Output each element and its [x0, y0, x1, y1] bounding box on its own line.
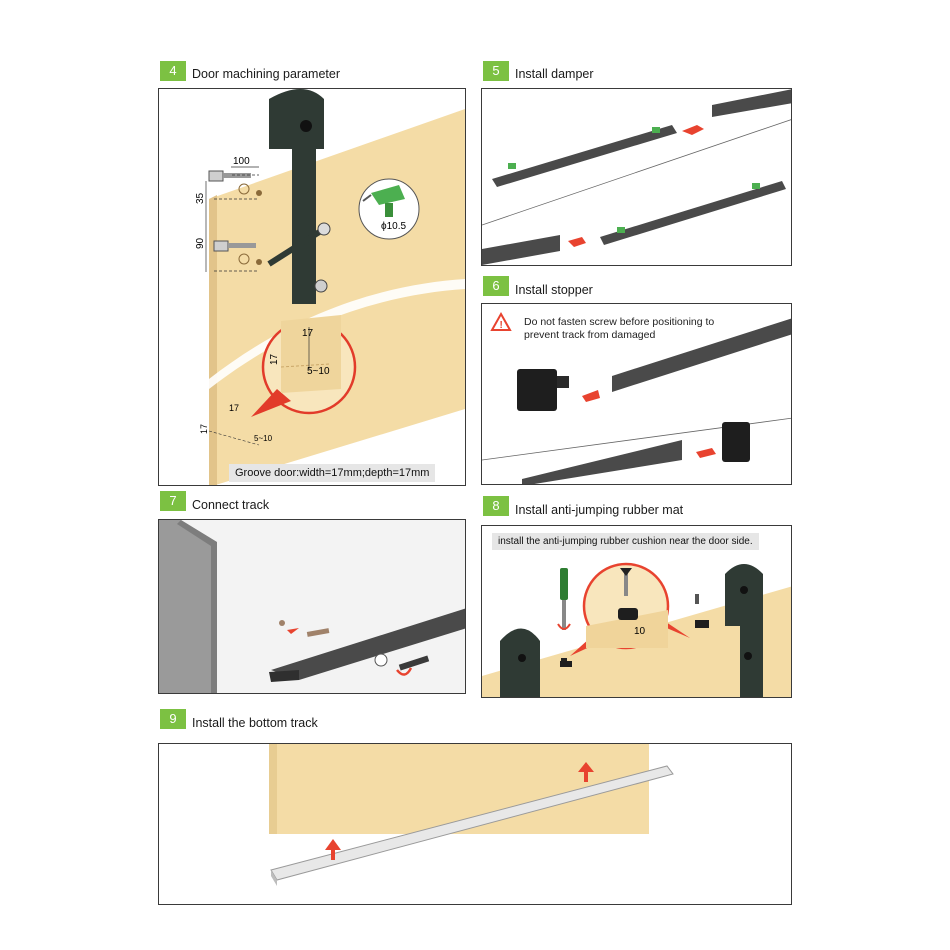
rubber-mat-piece — [618, 608, 638, 620]
step-8-title: Install anti-jumping rubber mat — [515, 503, 684, 517]
lower-depth-label: 17 — [199, 424, 209, 434]
step-4-panel: 100 35 90 ϕ10.5 17 17 5~10 17 17 5~10 Gr… — [158, 88, 466, 486]
stopper-block-left — [517, 369, 557, 411]
step-9-panel — [158, 743, 792, 905]
rubber-mat-illustration: 10 — [482, 562, 791, 697]
up-arrow-right — [578, 762, 594, 772]
track-bottom — [482, 235, 560, 265]
door-machining-illustration: 100 35 90 ϕ10.5 17 17 5~10 17 17 5~10 — [195, 89, 465, 485]
hanger-left — [500, 628, 540, 697]
hanger-strap — [292, 129, 316, 304]
step-6-title: Install stopper — [515, 283, 593, 297]
warning-icon — [490, 311, 512, 331]
wall-block — [159, 520, 217, 693]
track-bar — [271, 608, 465, 680]
groove-offset-label: 5~10 — [307, 366, 330, 377]
hanger-right — [725, 564, 763, 697]
svg-text:!: ! — [500, 320, 503, 331]
step-8-panel: 10 install the anti-jumping rubber cushi… — [481, 525, 792, 698]
drill-size: ϕ10.5 — [381, 221, 407, 232]
damper-unit-top — [492, 125, 677, 187]
groove-caption: Groove door:width=17mm;depth=17mm — [229, 464, 436, 482]
stopper-warning-text: Do not fasten screw before positioning t… — [524, 316, 714, 342]
warning-line-1: Do not fasten screw before positioning t… — [524, 316, 715, 328]
step-4-badge: 4 — [160, 61, 186, 81]
step-5-panel — [481, 88, 792, 266]
bottom-track-illustration — [269, 744, 674, 886]
up-arrow-left — [325, 839, 341, 850]
stopper-track-bottom — [522, 440, 682, 484]
lower-width-label: 17 — [229, 403, 239, 413]
stopper-track-top — [612, 318, 791, 392]
step-5-badge: 5 — [483, 61, 509, 81]
step-7-title: Connect track — [192, 498, 270, 512]
damper-unit-bottom — [600, 181, 786, 245]
track-top — [712, 89, 791, 117]
rubber-mat-caption: install the anti-jumping rubber cushion … — [492, 533, 759, 550]
step-9-badge: 9 — [160, 709, 186, 729]
lower-offset-label: 5~10 — [254, 434, 273, 443]
step-9-title: Install the bottom track — [192, 716, 318, 730]
dim-100: 100 — [233, 156, 250, 167]
warning-line-2: prevent track from damaged — [524, 329, 656, 341]
step-5-title: Install damper — [515, 67, 594, 81]
stopper-block-right — [722, 422, 750, 462]
step-4-title: Door machining parameter — [192, 67, 340, 81]
groove-depth-label: 17 — [269, 353, 280, 365]
step-8-badge: 8 — [483, 496, 509, 516]
hanger-wheel — [269, 89, 324, 149]
step-7-panel — [158, 519, 466, 694]
screwdriver-icon — [560, 568, 568, 600]
damper-illustration — [482, 89, 791, 265]
step-6-badge: 6 — [483, 276, 509, 296]
connect-track-illustration — [159, 520, 465, 693]
step-7-badge: 7 — [160, 491, 186, 511]
step-6-panel: ! Do not fasten screw before positioning… — [481, 303, 792, 485]
dim-35: 35 — [195, 192, 206, 204]
groove-width-label: 17 — [302, 328, 314, 339]
dim-90: 90 — [195, 237, 206, 249]
mat-distance-label: 10 — [634, 626, 646, 637]
stopper-illustration: ! — [482, 311, 791, 484]
